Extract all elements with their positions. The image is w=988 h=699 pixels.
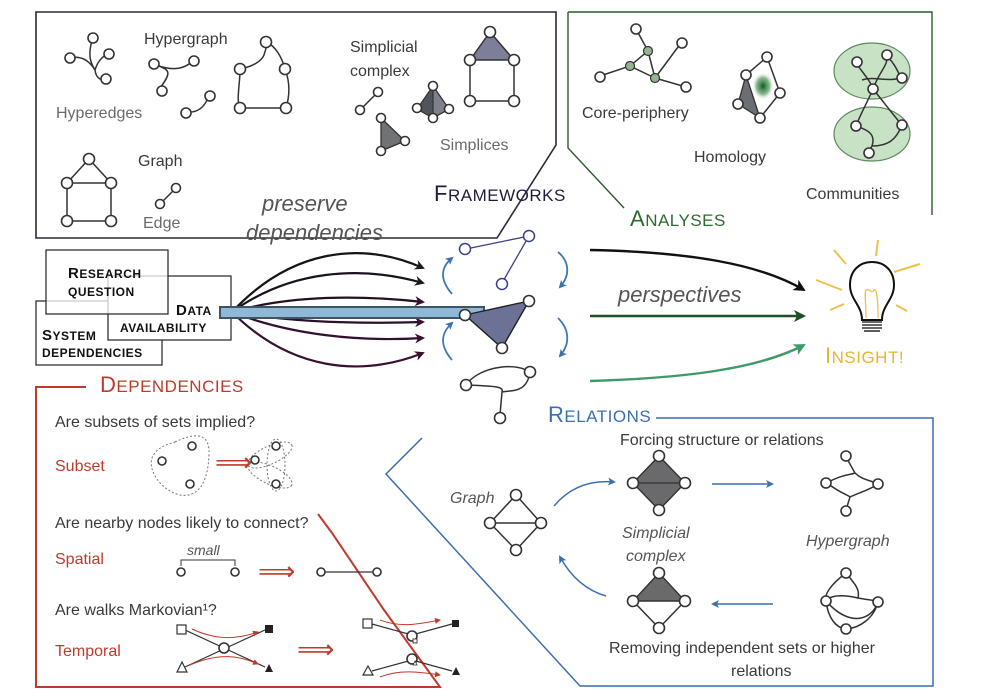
core-periphery-icon xyxy=(594,23,692,93)
hypergraph-icon xyxy=(233,35,293,115)
spatial-implies-arrow: ⟹ xyxy=(258,556,295,586)
hyperedge-triple-icon xyxy=(148,55,200,97)
insight-heading: INSIGHT! xyxy=(825,343,904,368)
simplicial-framework-icon xyxy=(458,294,536,355)
subset-implies-arrow: ⟹ xyxy=(215,447,252,477)
dependencies-panel: DEPENDENCIES Are subsets of sets implied… xyxy=(35,372,460,688)
simplicial-title-line2: complex xyxy=(350,63,410,80)
hyperedges-label: Hyperedges xyxy=(56,105,142,122)
graph-icon xyxy=(60,152,118,228)
research-question-label-2: QUESTION xyxy=(68,285,135,299)
cycle-arrow-up-2 xyxy=(442,321,454,361)
hypergraph-title: Hypergraph xyxy=(144,31,228,48)
frameworks-heading: FRAMEWORKS xyxy=(434,181,566,206)
dependencies-heading: DEPENDENCIES xyxy=(100,372,244,397)
relations-hypergraph-label: Hypergraph xyxy=(806,533,890,550)
arrow-6 xyxy=(231,311,425,368)
removing-label-2: relations xyxy=(731,663,791,680)
cycle-arrow-up-1 xyxy=(442,256,454,295)
spatial-question: Are nearby nodes likely to connect? xyxy=(55,515,309,532)
relations-hypergraph-top-icon xyxy=(820,450,884,517)
insight-lightbulb-icon xyxy=(815,239,921,332)
communities-icon xyxy=(833,42,911,162)
data-availability-label-2: AVAILABILITY xyxy=(120,321,207,335)
relations-heading: RELATIONS xyxy=(548,402,651,427)
temporal-implies-arrow: ⟹ xyxy=(297,634,334,664)
preserve-label: preserve xyxy=(261,191,348,216)
hyperedge-pair-icon xyxy=(180,90,216,119)
perspective-arrows: perspectives xyxy=(589,248,806,383)
simplex-triangle-icon xyxy=(375,112,411,157)
analyses-panel: Core-periphery Homology Communities xyxy=(567,11,933,215)
subset-question: Are subsets of sets implied? xyxy=(55,414,255,431)
temporal-before-icon xyxy=(176,624,273,673)
relations-simplicial-label-2: complex xyxy=(626,548,687,565)
forcing-structure-label: Forcing structure or relations xyxy=(620,432,824,449)
dependencies-panel-border xyxy=(35,386,442,688)
temporal-question: Are walks Markovian¹? xyxy=(55,602,217,619)
cycle-arrow-down-1 xyxy=(557,251,569,289)
framework-cycle xyxy=(442,229,569,425)
relations-panel-border xyxy=(384,417,934,687)
relations-simplicial-partial-icon xyxy=(626,566,692,635)
edge-label: Edge xyxy=(143,215,180,232)
input-boxes: RESEARCH QUESTION DATA AVAILABILITY SYST… xyxy=(35,249,232,366)
graph-to-simplicial-arrow xyxy=(553,477,616,507)
hyperedge-star-icon xyxy=(64,32,115,85)
arrow-5 xyxy=(231,310,425,344)
graph-framework-icon xyxy=(458,229,536,291)
temporal-after-icon xyxy=(361,618,460,678)
subset-after-icon xyxy=(247,438,293,492)
system-dependencies-label-2: DEPENDENCIES xyxy=(42,346,143,360)
frameworks-panel-border xyxy=(35,11,557,239)
spatial-before-icon xyxy=(176,559,240,577)
spatial-after-icon xyxy=(316,567,382,577)
homology-label: Homology xyxy=(694,149,766,166)
relations-hypergraph-bottom-icon xyxy=(820,567,884,635)
simplicial-title-line1: Simplicial xyxy=(350,39,418,56)
subset-label: Subset xyxy=(55,458,105,475)
relations-simplicial-label-1: Simplicial xyxy=(622,525,690,542)
system-dependencies-label-1: SYSTEM xyxy=(42,327,96,344)
temporal-label: Temporal xyxy=(55,643,121,660)
arrow-2 xyxy=(231,272,425,313)
hypergraph-framework-icon xyxy=(459,365,537,425)
homology-icon xyxy=(732,51,786,124)
core-periphery-label: Core-periphery xyxy=(582,105,689,122)
data-availability-label-1: DATA xyxy=(176,302,212,319)
research-question-label-1: RESEARCH xyxy=(68,265,142,282)
analyses-panel-border xyxy=(567,11,933,215)
simplices-label: Simplices xyxy=(440,137,508,154)
arrow-1 xyxy=(231,252,425,313)
perspective-arrow-top xyxy=(589,248,806,292)
perspectives-label: perspectives xyxy=(617,282,742,307)
simplex-tetrahedron-icon xyxy=(411,80,455,124)
dependencies-flow-label: dependencies xyxy=(246,220,383,245)
relations-graph-label: Graph xyxy=(450,490,495,507)
relations-panel: RELATIONS Forcing structure or relations… xyxy=(384,402,934,687)
removing-label-1: Removing independent sets or higher xyxy=(609,640,876,657)
communities-label: Communities xyxy=(806,186,899,203)
spatial-label: Spatial xyxy=(55,551,104,568)
simplicial-to-graph-arrow xyxy=(559,555,607,597)
cycle-arrow-down-2 xyxy=(557,317,569,358)
graph-title: Graph xyxy=(138,153,182,170)
data-highlight-bar xyxy=(219,306,485,319)
perspective-arrow-bottom xyxy=(589,343,806,383)
edge-icon xyxy=(154,182,182,210)
simplicial-complex-icon xyxy=(463,25,521,108)
relations-simplicial-full-icon xyxy=(626,449,692,517)
relations-graph-icon xyxy=(483,488,548,557)
research-question-box xyxy=(45,249,169,315)
simplex-edge-icon xyxy=(354,86,384,116)
analyses-heading: ANALYSES xyxy=(630,206,726,231)
frameworks-panel: Hypergraph Hyperedges Simplicial complex… xyxy=(35,11,557,239)
small-distance-label: small xyxy=(187,542,221,558)
subset-before-icon xyxy=(150,435,210,496)
